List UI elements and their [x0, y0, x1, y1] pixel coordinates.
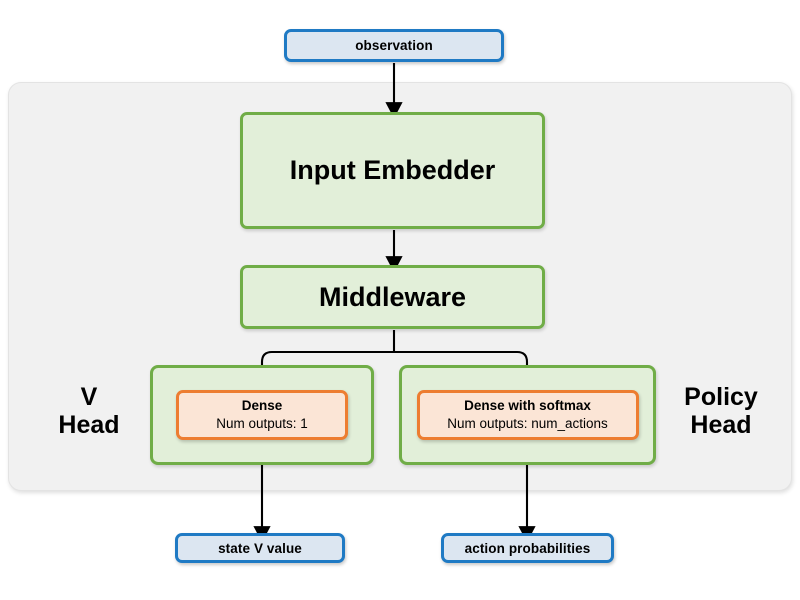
- policy-head-container: Dense with softmax Num outputs: num_acti…: [399, 365, 656, 465]
- input-embedder-box: Input Embedder: [240, 112, 545, 229]
- policy-head-label-line1: Policy: [684, 383, 758, 411]
- v-head-container: Dense Num outputs: 1: [150, 365, 374, 465]
- policy-head-dense-subtitle: Num outputs: num_actions: [447, 415, 608, 431]
- v-head-dense-box: Dense Num outputs: 1: [176, 390, 348, 440]
- middleware-label: Middleware: [318, 281, 467, 312]
- policy-head-dense-title: Dense with softmax: [464, 397, 591, 413]
- policy-head-dense-box: Dense with softmax Num outputs: num_acti…: [416, 390, 639, 440]
- v-head-label: V Head: [34, 383, 144, 439]
- action-probabilities-box: action probabilities: [441, 533, 614, 563]
- state-v-value-box: state V value: [175, 533, 345, 563]
- v-head-label-line2: Head: [58, 411, 120, 439]
- v-head-label-line1: V: [80, 383, 98, 411]
- policy-head-label: Policy Head: [661, 383, 781, 439]
- action-probabilities-label: action probabilities: [464, 540, 591, 556]
- state-v-value-label: state V value: [218, 540, 302, 556]
- middleware-box: Middleware: [240, 265, 545, 329]
- observation-box: observation: [284, 29, 504, 62]
- v-head-dense-title: Dense: [241, 397, 283, 413]
- v-head-dense-subtitle: Num outputs: 1: [216, 415, 308, 431]
- policy-head-label-line2: Head: [690, 411, 752, 439]
- input-embedder-label: Input Embedder: [289, 155, 496, 185]
- observation-label: observation: [355, 38, 433, 53]
